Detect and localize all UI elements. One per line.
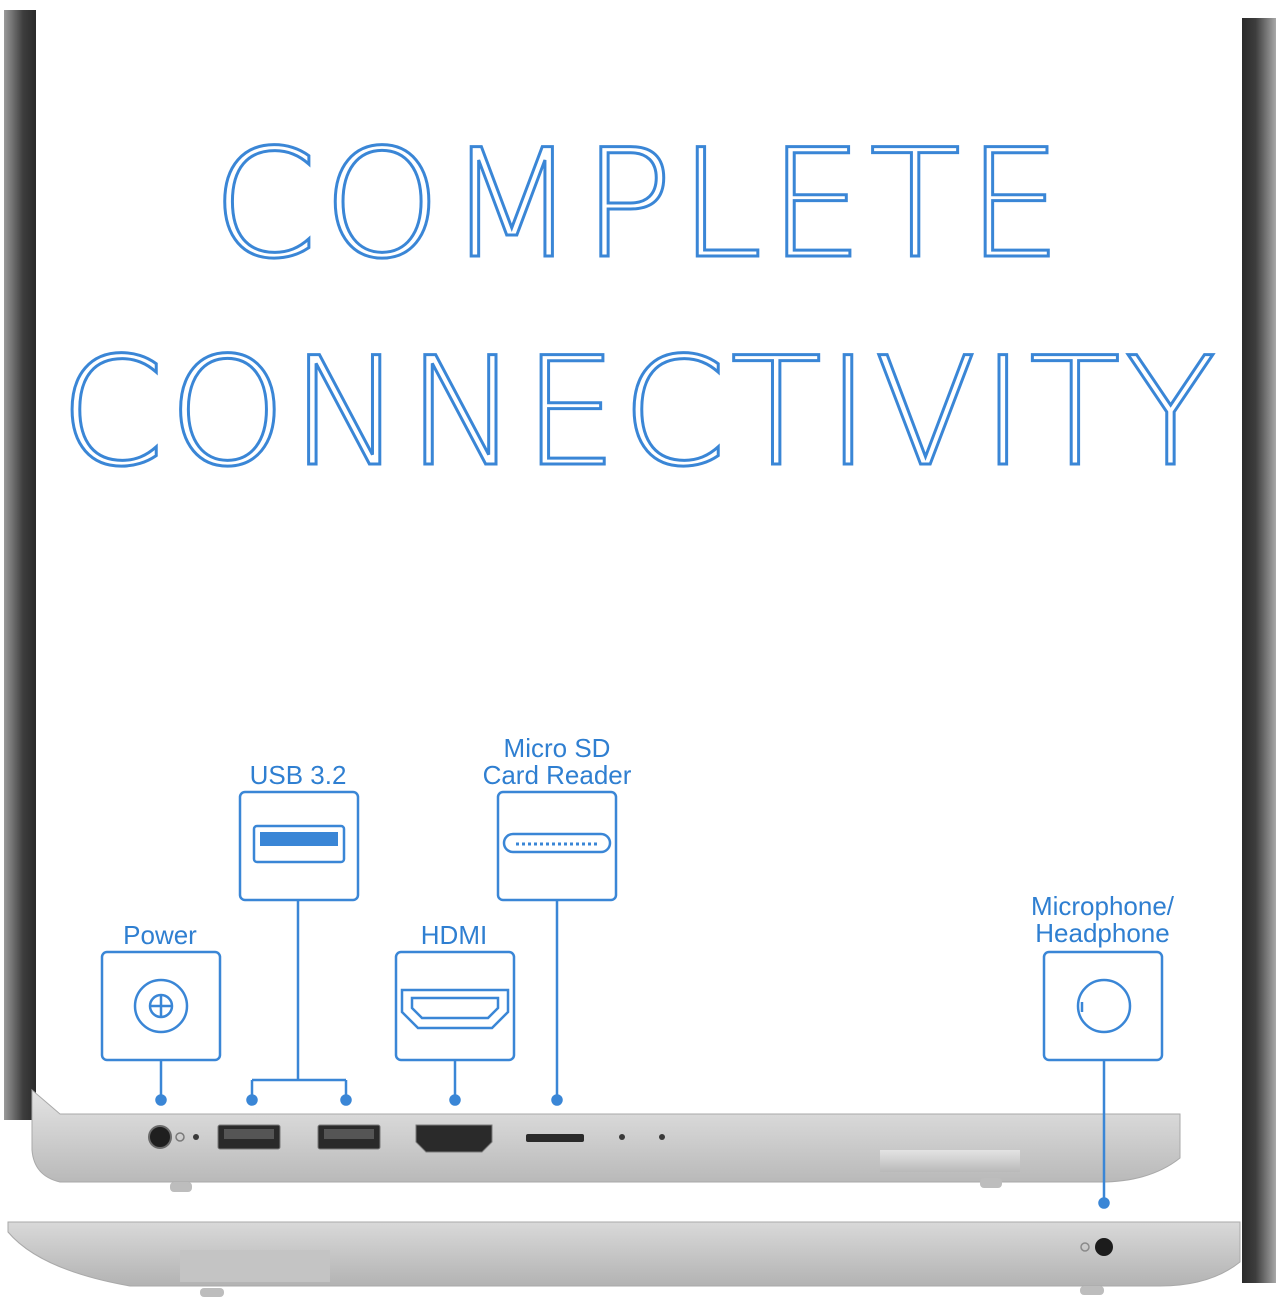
rubber-foot <box>200 1288 224 1297</box>
physical-ports <box>148 1124 665 1153</box>
audio-label: Microphone/ Headphone <box>1030 891 1175 948</box>
usb-port-icon <box>252 824 346 864</box>
sd-callout-box <box>496 790 618 902</box>
rubber-foot <box>1080 1286 1104 1295</box>
laptop-side-upper <box>31 1088 1181 1192</box>
rubber-foot <box>170 1182 192 1192</box>
led-indicator <box>659 1134 665 1140</box>
speaker-grille <box>880 1150 1020 1172</box>
callout-connectors <box>155 900 1110 1209</box>
sd-slot-physical <box>526 1134 584 1142</box>
led-indicator <box>193 1134 199 1140</box>
hdmi-port-icon <box>400 988 510 1030</box>
laptop-side-lower <box>7 1221 1241 1297</box>
hdmi-label: HDMI <box>420 920 488 950</box>
power-symbol-icon <box>175 1132 185 1142</box>
power-label: Power <box>123 920 197 950</box>
audio-callout-box <box>1042 950 1164 1062</box>
hdmi-port-physical <box>415 1124 493 1153</box>
right-screen-bezel <box>1242 18 1276 1283</box>
headline-line-1: COMPLETE <box>211 118 1068 292</box>
sd-label: Micro SD Card Reader <box>482 733 632 790</box>
left-screen-bezel <box>4 10 36 1120</box>
headline-line-2: CONNECTIVITY <box>58 326 1221 500</box>
audio-jack-physical <box>1095 1238 1113 1256</box>
usb-label: USB 3.2 <box>249 760 347 790</box>
callout-boxes <box>100 790 1164 1062</box>
sd-slot-icon <box>502 832 612 854</box>
rubber-foot <box>980 1178 1002 1188</box>
audio-jack-icon <box>1076 978 1132 1034</box>
hdmi-callout-box <box>394 950 516 1062</box>
power-jack-icon <box>133 978 189 1034</box>
led-indicator <box>619 1134 625 1140</box>
power-jack-physical <box>148 1125 172 1149</box>
speaker-grille <box>180 1250 330 1282</box>
headset-icon <box>1080 1242 1090 1252</box>
